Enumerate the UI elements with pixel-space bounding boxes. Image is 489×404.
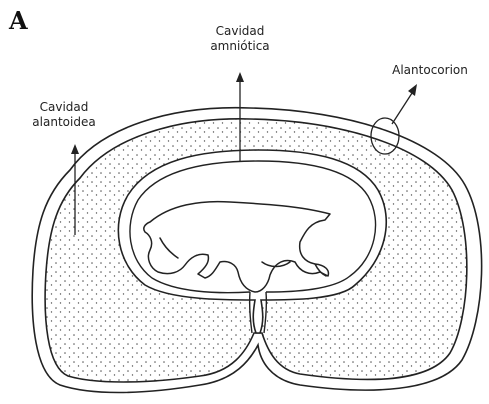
allantoic-cavity-label: Cavidad alantoidea	[26, 100, 102, 130]
amniotic-cavity-label-line-2: amniótica	[200, 39, 280, 54]
allantoic-cavity-label-line-2: alantoidea	[26, 115, 102, 130]
amniotic-cavity-label: Cavidad amniótica	[200, 24, 280, 54]
panel-letter: A	[9, 6, 28, 35]
amniotic-cavity-label-line-1: Cavidad	[200, 24, 280, 39]
allantochorion-label: Alantocorion	[378, 63, 482, 78]
allantoic-cavity-label-line-1: Cavidad	[26, 100, 102, 115]
